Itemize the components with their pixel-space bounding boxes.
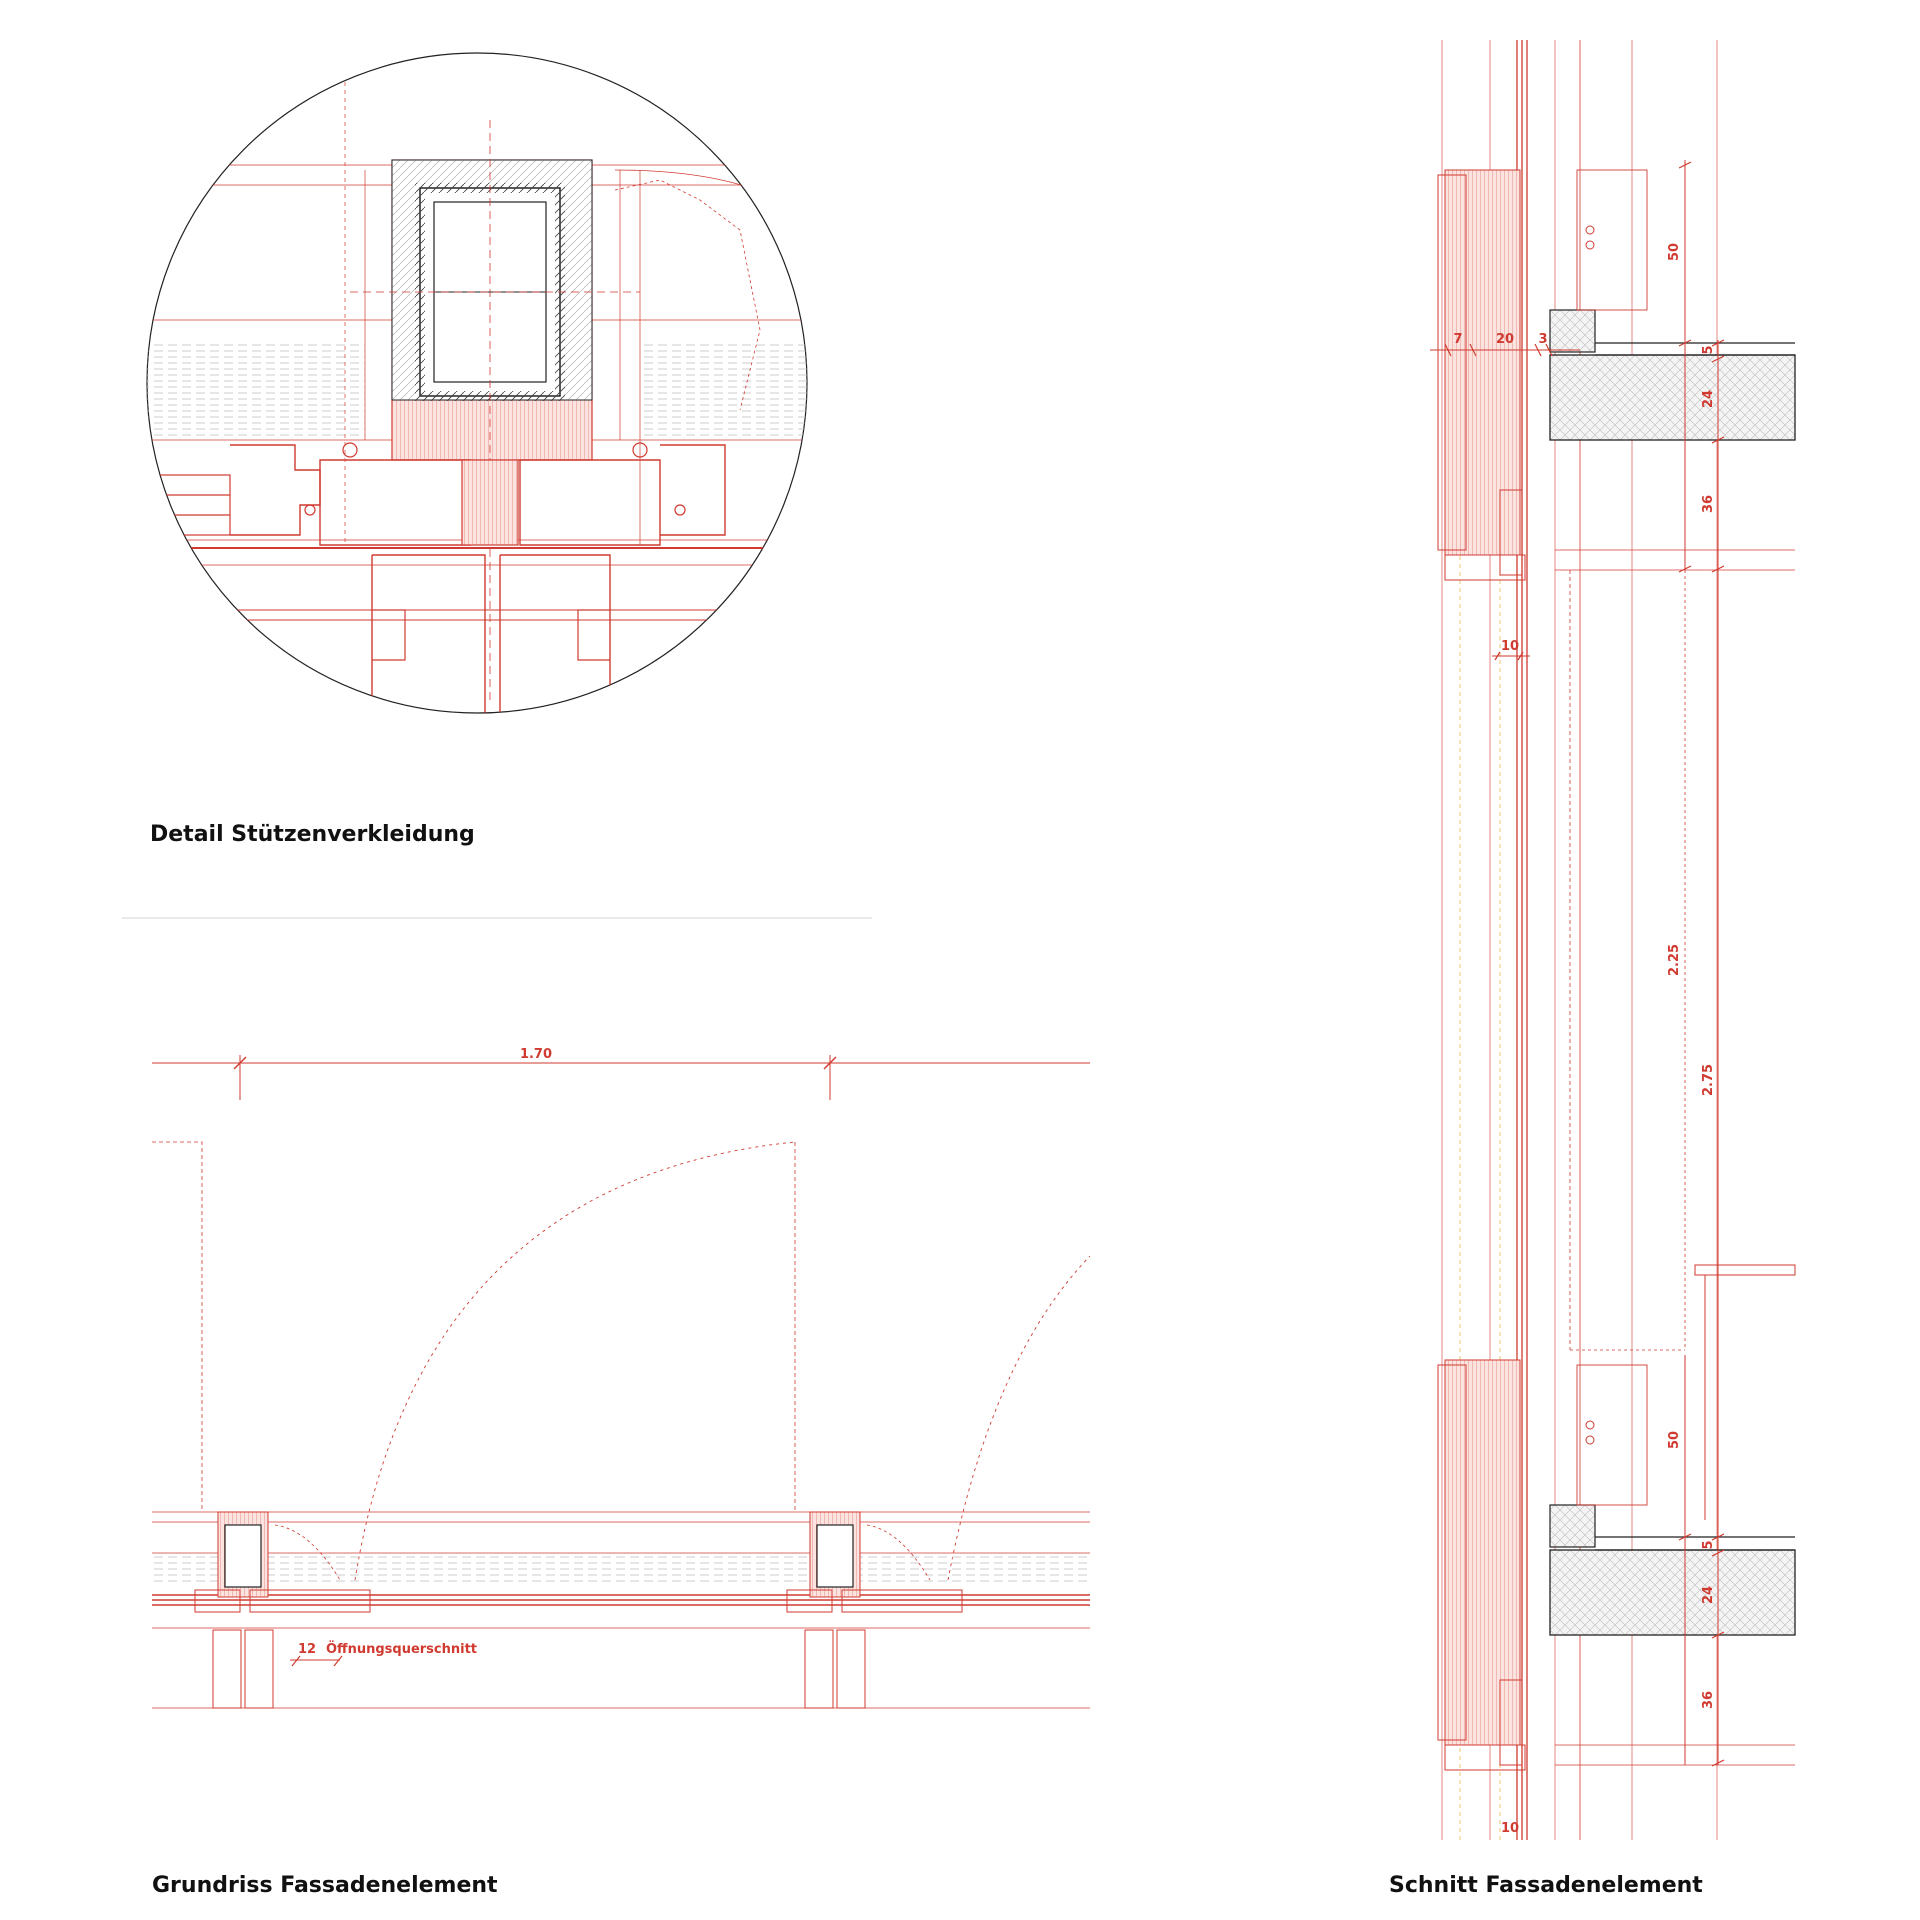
dim-20: 20 — [1496, 332, 1514, 347]
dim-10: 10 — [1501, 639, 1519, 654]
section-facade-element — [1430, 40, 1796, 1840]
dim-36-lower: 36 — [1701, 1691, 1716, 1709]
dim-24-lower: 24 — [1701, 1586, 1716, 1604]
caption-detail: Detail Stützenverkleidung — [150, 822, 475, 847]
dim-2-25: 2.25 — [1667, 944, 1682, 976]
dim-10-bottom: 10 — [1501, 1821, 1519, 1836]
detail-column-cladding — [146, 52, 808, 714]
dim-opening: 12 — [298, 1642, 316, 1657]
caption-section: Schnitt Fassadenelement — [1389, 1873, 1703, 1898]
dim-50-lower: 50 — [1667, 1431, 1682, 1449]
dim-5-lower: 5 — [1701, 1540, 1716, 1549]
dim-3: 3 — [1538, 332, 1547, 347]
caption-plan: Grundriss Fassadenelement — [152, 1873, 498, 1898]
dim-7: 7 — [1453, 332, 1462, 347]
dim-24-upper: 24 — [1701, 390, 1716, 408]
dim-opening-label: Öffnungsquerschnitt — [326, 1641, 477, 1657]
dim-50-upper: 50 — [1667, 243, 1682, 261]
plan-facade-element — [152, 1055, 1091, 1709]
dim-36-upper: 36 — [1701, 495, 1716, 513]
dim-5-upper: 5 — [1701, 345, 1716, 354]
dim-width: 1.70 — [520, 1047, 552, 1062]
dim-2-75: 2.75 — [1701, 1064, 1716, 1096]
